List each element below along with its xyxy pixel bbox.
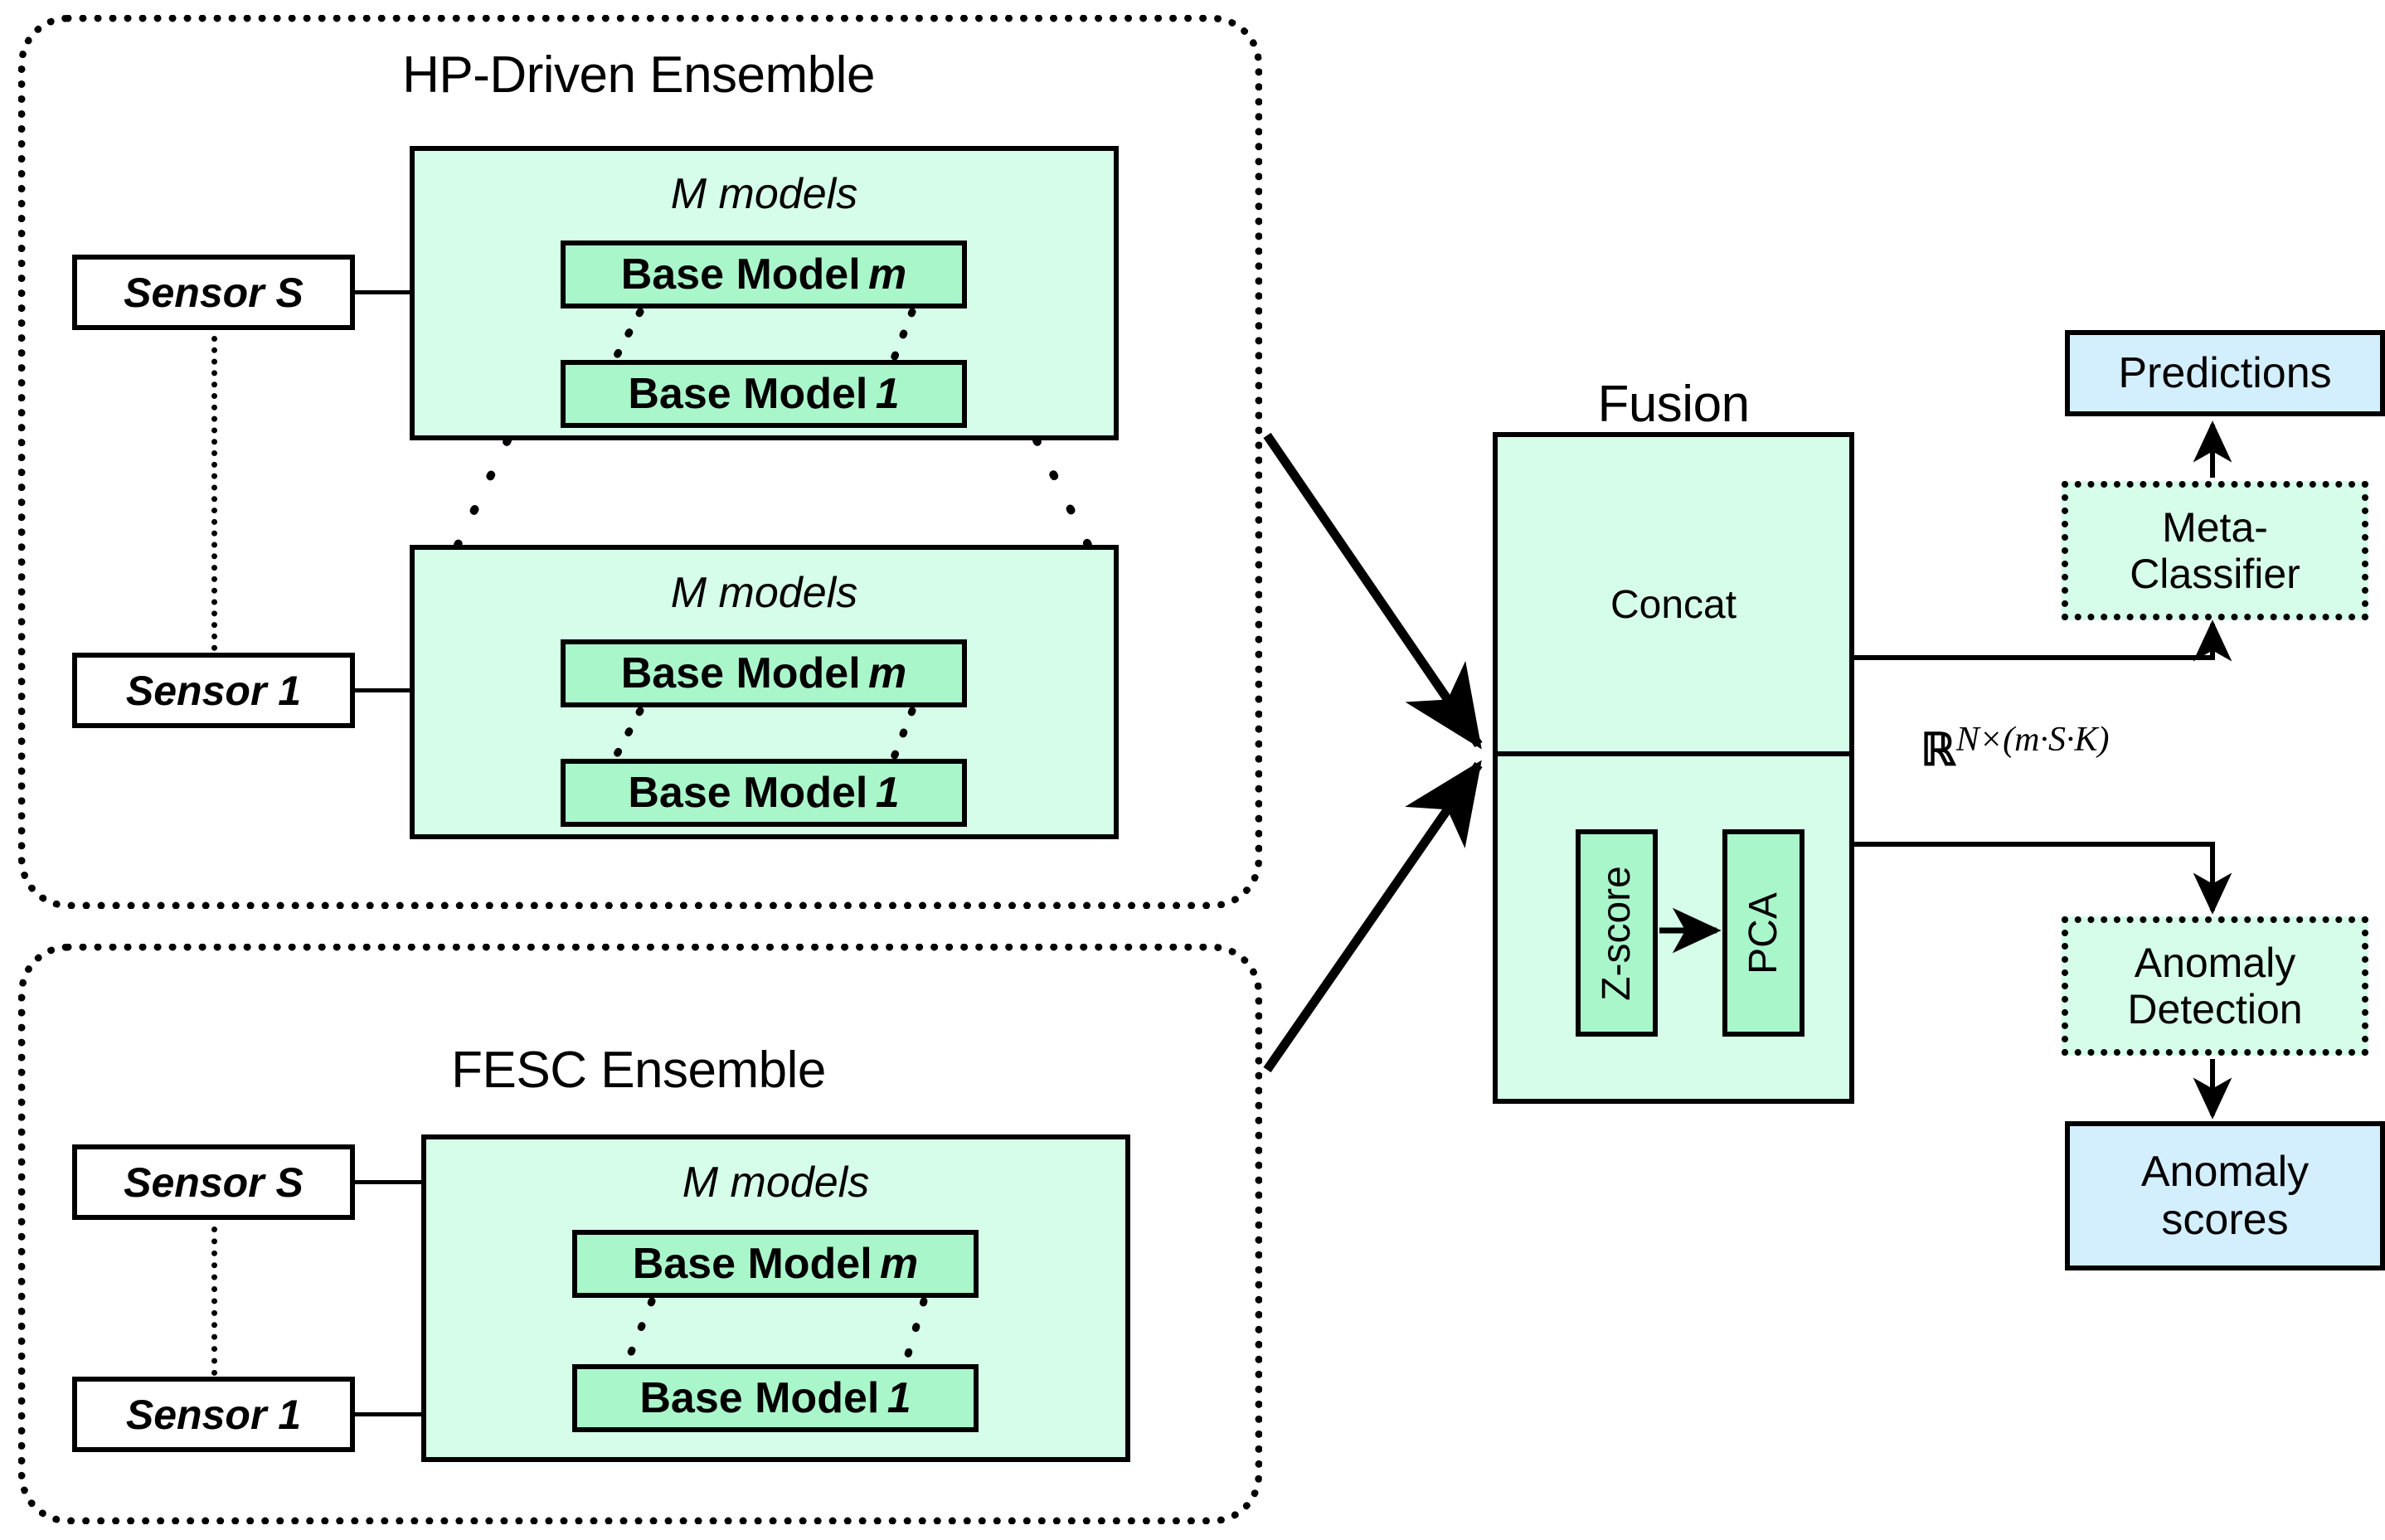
fusion-title: Fusion [1597, 376, 1750, 433]
sensor-ellipsis-fesc [211, 1227, 217, 1376]
models-panel-fesc: M models [421, 1134, 1130, 1462]
anomaly-detection-label-line2: Detection [2127, 986, 2303, 1032]
base-model-name: Base Model [628, 370, 868, 418]
connector-sensor-1-to-models-hp [355, 688, 410, 692]
group-fesc-ensemble [18, 944, 1262, 1524]
pca-label: PCA [1741, 891, 1786, 974]
base-model-name: Base Model [639, 1374, 880, 1422]
fusion-divider [1493, 751, 1854, 756]
models-panel-label: M models [682, 1159, 870, 1207]
base-model-index: m [868, 250, 907, 299]
group-title-fesc-ensemble: FESC Ensemble [451, 1042, 826, 1099]
base-model-index: m [868, 649, 907, 697]
zscore-label: Z-score [1595, 865, 1639, 1001]
anomaly-scores-box: Anomaly scores [2065, 1121, 2385, 1270]
sensor-box-s-hp: Sensor S [72, 255, 355, 330]
meta-classifier-box: Meta- Classifier [2062, 481, 2368, 620]
zscore-box: Z-score [1576, 829, 1658, 1037]
group-title-hp-driven-ensemble: HP-Driven Ensemble [402, 46, 875, 104]
real-numbers-symbol: ℝ [1921, 725, 1956, 775]
anomaly-scores-label-line1: Anomaly [2140, 1147, 2310, 1196]
feature-shape-annotation: ℝN×(m·S·K) [1921, 720, 2109, 776]
pca-box: PCA [1722, 829, 1805, 1037]
anomaly-scores-label-line2: scores [2161, 1196, 2289, 1244]
connector-sensor-s-to-models-hp [355, 290, 410, 294]
arrow-fesc-to-fusion [1263, 760, 1483, 1073]
base-model-index: 1 [875, 370, 900, 418]
shape-exponent: N×(m·S·K) [1955, 721, 2110, 759]
models-panel-label: M models [670, 170, 858, 218]
sensor-box-1-hp: Sensor 1 [72, 653, 355, 728]
arrow-pca-to-anomaly-detection [1854, 842, 2232, 915]
base-model-index: 1 [875, 769, 900, 817]
predictions-box: Predictions [2065, 330, 2385, 416]
base-model-name: Base Model [628, 769, 868, 817]
sensor-box-1-fesc: Sensor 1 [72, 1377, 355, 1452]
base-model-name: Base Model [632, 1240, 872, 1288]
arrow-concat-to-meta-classifier [1854, 619, 2232, 662]
connector-sensor-1-to-models-fesc [355, 1412, 421, 1416]
group-hp-driven-ensemble [18, 15, 1262, 909]
base-model-index: 1 [886, 1374, 911, 1422]
fusion-concat-label: Concat [1610, 583, 1737, 627]
anomaly-detection-box: Anomaly Detection [2062, 916, 2368, 1056]
meta-classifier-label-line1: Meta- [2162, 504, 2268, 551]
arrow-hp-to-fusion [1263, 432, 1483, 750]
base-model-index: m [880, 1240, 919, 1288]
anomaly-detection-label-line1: Anomaly [2134, 940, 2296, 986]
sensor-ellipsis-hp [211, 336, 217, 651]
meta-classifier-label-line2: Classifier [2130, 551, 2300, 597]
models-panel-label: M models [670, 569, 858, 617]
sensor-box-s-fesc: Sensor S [72, 1144, 355, 1220]
base-model-name: Base Model [620, 649, 861, 697]
base-model-name: Base Model [620, 250, 861, 299]
connector-sensor-s-to-models-fesc [355, 1180, 421, 1184]
